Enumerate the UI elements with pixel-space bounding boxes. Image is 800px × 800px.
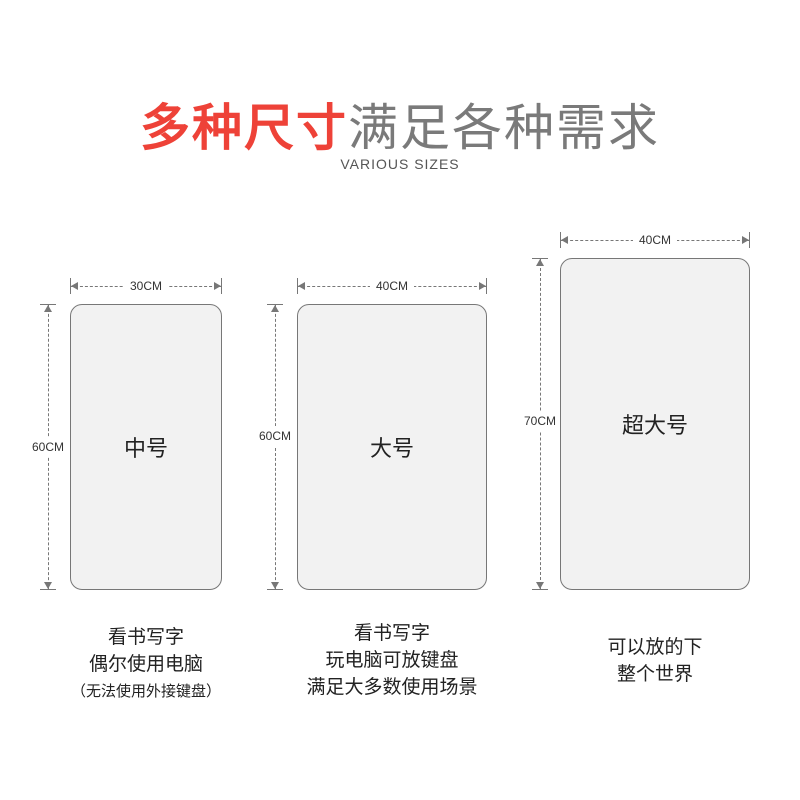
width-dimension-medium: 30CM [70, 278, 222, 294]
height-label: 60CM [31, 437, 65, 457]
arrow-up-icon [536, 259, 544, 266]
width-dimension-large: 40CM [297, 278, 487, 294]
height-dimension-medium: 60CM [31, 304, 65, 590]
arrow-right-icon [214, 282, 221, 290]
size-card-xlarge: 超大号 [560, 258, 750, 590]
arrow-left-icon [298, 282, 305, 290]
size-label: 超大号 [621, 414, 688, 439]
arrow-down-icon [536, 582, 544, 589]
arrow-left-icon [71, 282, 78, 290]
description-line: 整个世界 [616, 663, 693, 685]
title-highlight: 多种尺寸 [140, 99, 348, 157]
title-rest: 满足各种需求 [348, 99, 660, 157]
description-line: 偶尔使用电脑 [88, 653, 203, 675]
size-label: 中号 [123, 437, 168, 462]
description-line: 可以放的下 [607, 636, 703, 658]
description-note: （无法使用外接键盘） [70, 682, 221, 700]
height-dimension-xlarge: 70CM [523, 258, 557, 590]
description-line: 玩电脑可放键盘 [325, 649, 459, 671]
page-subtitle: VARIOUS SIZES [340, 156, 460, 172]
description-line: 看书写字 [353, 622, 430, 644]
page-title: 多种尺寸满足各种需求 [0, 88, 800, 160]
size-label: 大号 [369, 437, 414, 462]
height-dimension-large: 60CM [258, 304, 292, 590]
width-label: 40CM [369, 278, 415, 294]
size-card-large: 大号 [297, 304, 487, 590]
arrow-right-icon [742, 236, 749, 244]
description-medium: 看书写字 偶尔使用电脑 （无法使用外接键盘） [46, 624, 246, 705]
arrow-down-icon [271, 582, 279, 589]
description-line: 看书写字 [107, 626, 184, 648]
arrow-left-icon [561, 236, 568, 244]
arrow-up-icon [44, 305, 52, 312]
arrow-down-icon [44, 582, 52, 589]
description-large: 看书写字 玩电脑可放键盘 满足大多数使用场景 [292, 620, 492, 701]
description-line: 满足大多数使用场景 [306, 676, 478, 698]
width-label: 40CM [632, 232, 678, 248]
description-xlarge: 可以放的下 整个世界 [555, 634, 755, 688]
arrow-up-icon [271, 305, 279, 312]
width-label: 30CM [123, 278, 169, 294]
height-label: 60CM [258, 425, 292, 446]
width-dimension-xlarge: 40CM [560, 232, 750, 248]
height-label: 70CM [523, 410, 557, 431]
size-card-medium: 中号 [70, 304, 222, 590]
arrow-right-icon [479, 282, 486, 290]
